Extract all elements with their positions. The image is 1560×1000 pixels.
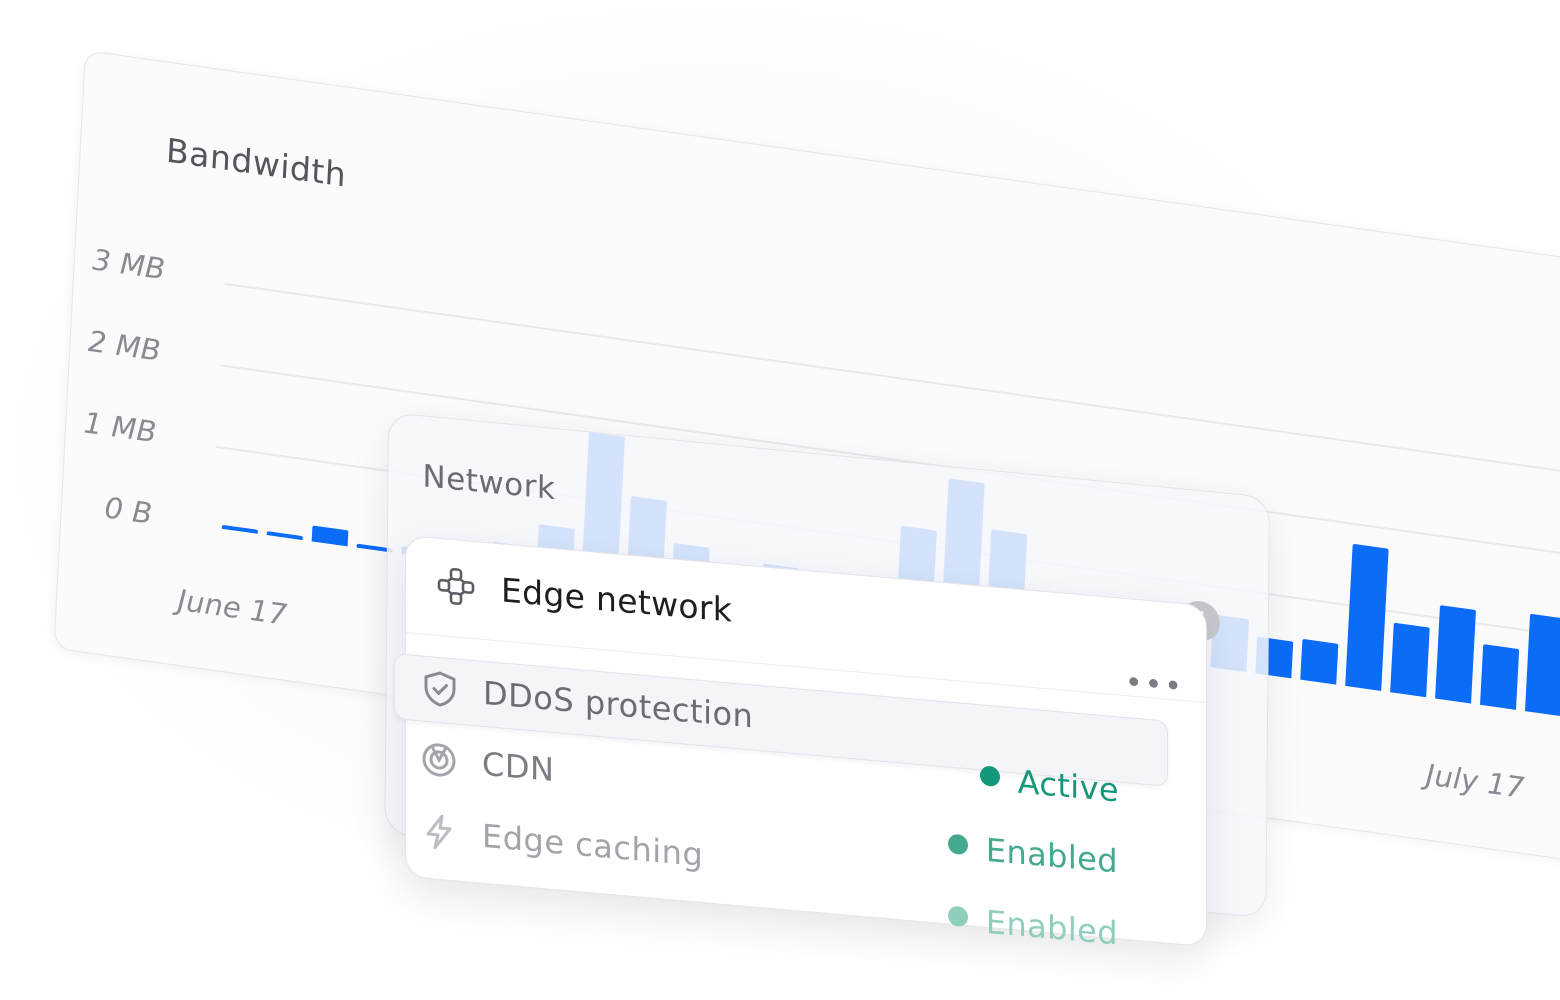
bandwidth-bar	[311, 525, 349, 547]
y-axis-label-1mb: 1 MB	[83, 405, 158, 450]
feature-label-ddos: DDoS protection	[483, 673, 754, 736]
feature-row-edge-caching[interactable]: Edge caching Enabled	[394, 797, 1166, 952]
feature-row-cdn[interactable]: CDN Enabled	[394, 725, 1166, 880]
lightning-icon	[426, 814, 452, 850]
network-nodes-icon	[437, 567, 475, 605]
edge-network-panel[interactable]: Edge network ••• DDoS protection Active …	[394, 535, 1207, 952]
bandwidth-bar	[1390, 622, 1430, 698]
y-axis-label-3mb: 3 MB	[91, 242, 166, 287]
feature-row-ddos[interactable]: DDoS protection Active	[394, 653, 1168, 809]
edge-network-header: Edge network •••	[406, 536, 1206, 706]
shield-check-icon	[424, 671, 456, 707]
bandwidth-bar	[1300, 638, 1339, 685]
bandwidth-bar	[1524, 613, 1560, 717]
y-axis-label-0b: 0 B	[103, 490, 154, 531]
edge-network-title: Edge network	[501, 570, 733, 630]
feature-status-edge-caching: Enabled	[947, 899, 1118, 953]
network-title: Network	[422, 458, 556, 508]
y-axis-label-2mb: 2 MB	[87, 323, 162, 368]
feature-label-edge-caching: Edge caching	[482, 816, 704, 875]
feature-label-cdn: CDN	[482, 744, 555, 790]
status-dot	[947, 905, 968, 928]
cdn-icon	[422, 743, 456, 777]
bandwidth-bar	[266, 530, 303, 541]
bandwidth-bar	[1435, 604, 1476, 704]
feature-status-text-edge-caching: Enabled	[985, 902, 1118, 953]
bandwidth-bar	[1480, 643, 1520, 710]
bandwidth-bar	[221, 524, 258, 534]
bandwidth-bar	[1345, 543, 1389, 691]
more-options-button[interactable]: •••	[1124, 664, 1184, 706]
